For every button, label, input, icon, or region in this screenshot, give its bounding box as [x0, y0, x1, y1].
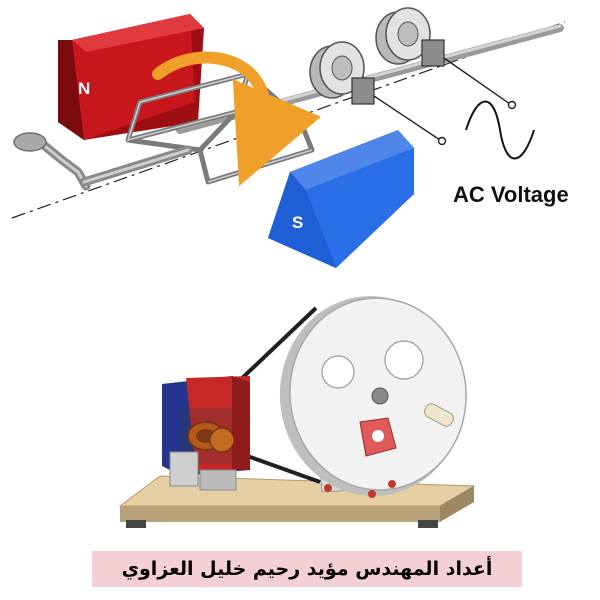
drive-belt: [236, 306, 318, 384]
north-pole-label: N: [78, 79, 90, 98]
generator-schematic: N S: [11, 7, 566, 268]
pulley-wheel: [279, 296, 467, 496]
output-lead-1: [373, 95, 441, 141]
terminal-1: [324, 484, 332, 492]
terminal-3: [388, 480, 396, 488]
north-pole-magnet: N: [58, 14, 204, 140]
crank-handle: [13, 132, 47, 152]
wheel-hub: [371, 387, 389, 405]
caption-background: [92, 551, 522, 587]
slip-ring-2: [375, 7, 431, 65]
output-lead-2: [443, 57, 511, 105]
wheel-crank-handle: [424, 403, 454, 427]
generator-model-photo: [118, 296, 476, 528]
brush-2: [421, 39, 445, 67]
south-pole-label: S: [292, 213, 303, 232]
author-caption: أعداد المهندس مؤيد رحيم خليل العزاوي: [121, 558, 493, 580]
brush-1: [351, 77, 375, 105]
south-pole-magnet: S: [268, 130, 414, 268]
slip-ring-1: [309, 41, 365, 99]
magnet-assembly: [162, 376, 250, 491]
rotation-arrow: [152, 51, 322, 187]
hand-crank: [13, 132, 193, 191]
ac-voltage-label: AC Voltage: [453, 182, 569, 207]
terminal-2: [368, 490, 376, 498]
armature-winding: [187, 421, 235, 453]
ac-waveform: [465, 100, 535, 160]
